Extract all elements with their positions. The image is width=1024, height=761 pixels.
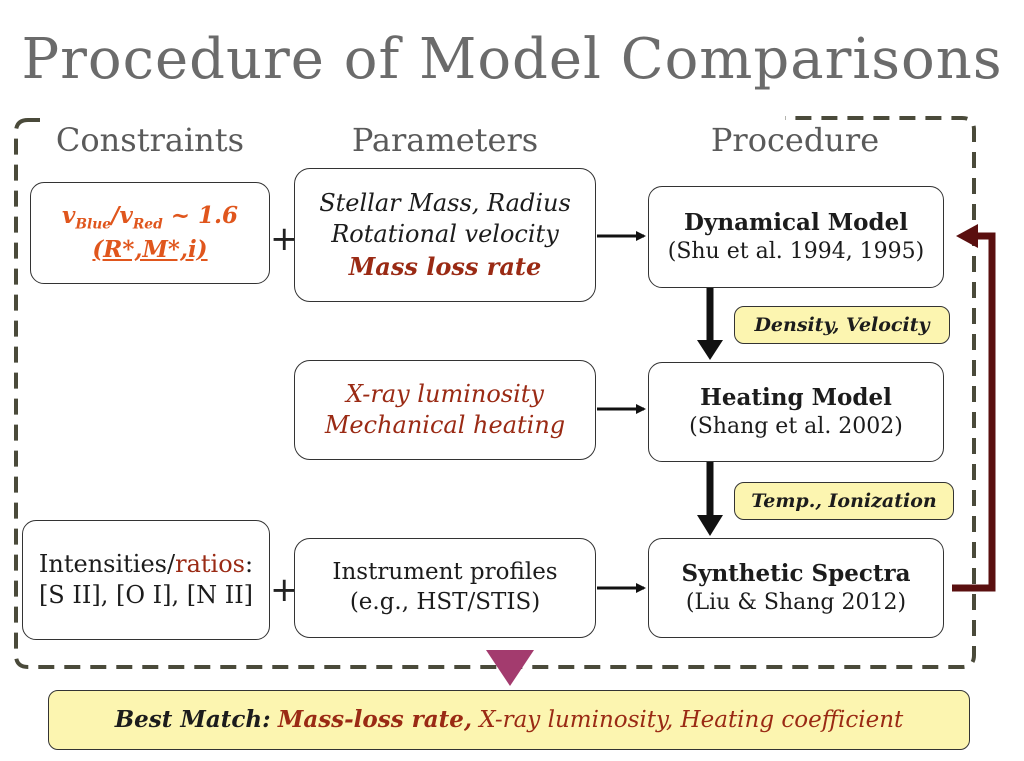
feedback-arrow-head: [956, 224, 978, 248]
down-arrow-to-best-match: [486, 650, 534, 686]
page-title: Procedure of Model Comparisons: [21, 27, 1003, 92]
constraint-box-intensities: Intensities/ratios: [S II], [O I], [N II…: [22, 520, 270, 640]
intensities-ratios-label: Intensities/ratios:: [38, 549, 254, 578]
heating-model-ref: (Shang et al. 2002): [689, 413, 903, 439]
best-match-bar: Best Match: Mass-loss rate, X-ray lumino…: [48, 690, 970, 750]
column-heading-constraints: Constraints: [55, 121, 245, 159]
parameter-box-stellar: Stellar Mass, Radius Rotational velocity…: [294, 168, 596, 302]
synthetic-spectra-ref: (Liu & Shang 2012): [685, 589, 907, 615]
column-heading-procedure: Procedure: [710, 121, 880, 159]
param-mass-loss-rate: Mass loss rate: [348, 251, 542, 281]
plus-sign-2: +: [270, 570, 299, 610]
heating-model-title: Heating Model: [700, 383, 892, 411]
stellar-params-constraint: (R*,M*,i): [92, 235, 208, 263]
pill-density-velocity: Density, Velocity: [734, 306, 950, 344]
constraint-box-velocity-ratio: vBlue/vRed ~ 1.6 (R*,M*,i): [30, 182, 270, 284]
dynamical-model-title: Dynamical Model: [684, 208, 908, 236]
procedure-box-dynamical: Dynamical Model (Shu et al. 1994, 1995): [648, 186, 944, 288]
param-instrument-example: (e.g., HST/STIS): [349, 589, 541, 615]
pill-temp-ionization: Temp., Ionization: [734, 482, 954, 520]
param-instrument-profiles: Instrument profiles: [332, 559, 558, 586]
param-stellar-mass-radius: Stellar Mass, Radius: [319, 189, 571, 218]
dynamical-model-ref: (Shu et al. 1994, 1995): [667, 238, 925, 264]
plus-sign-1: +: [270, 219, 299, 259]
parameter-box-instrument: Instrument profiles (e.g., HST/STIS): [294, 538, 596, 638]
param-xray-luminosity: X-ray luminosity: [346, 379, 544, 408]
param-rotational-velocity: Rotational velocity: [331, 220, 559, 249]
procedure-box-synthetic: Synthetic Spectra (Liu & Shang 2012): [648, 538, 944, 638]
velocity-ratio: vBlue/vRed ~ 1.6: [61, 202, 239, 233]
param-mechanical-heating: Mechanical heating: [324, 411, 566, 439]
feedback-arrow: [952, 232, 996, 592]
procedure-box-heating: Heating Model (Shang et al. 2002): [648, 362, 944, 462]
emission-lines: [S II], [O I], [N II]: [38, 581, 254, 609]
synthetic-spectra-title: Synthetic Spectra: [681, 559, 911, 587]
arrow-head-1: [697, 340, 723, 360]
column-heading-parameters: Parameters: [351, 121, 539, 159]
dashed-frame: [14, 116, 976, 669]
parameter-box-heating: X-ray luminosity Mechanical heating: [294, 360, 596, 460]
best-match-text: Best Match: Mass-loss rate, X-ray lumino…: [114, 705, 904, 733]
arrow-head-2: [697, 515, 723, 536]
